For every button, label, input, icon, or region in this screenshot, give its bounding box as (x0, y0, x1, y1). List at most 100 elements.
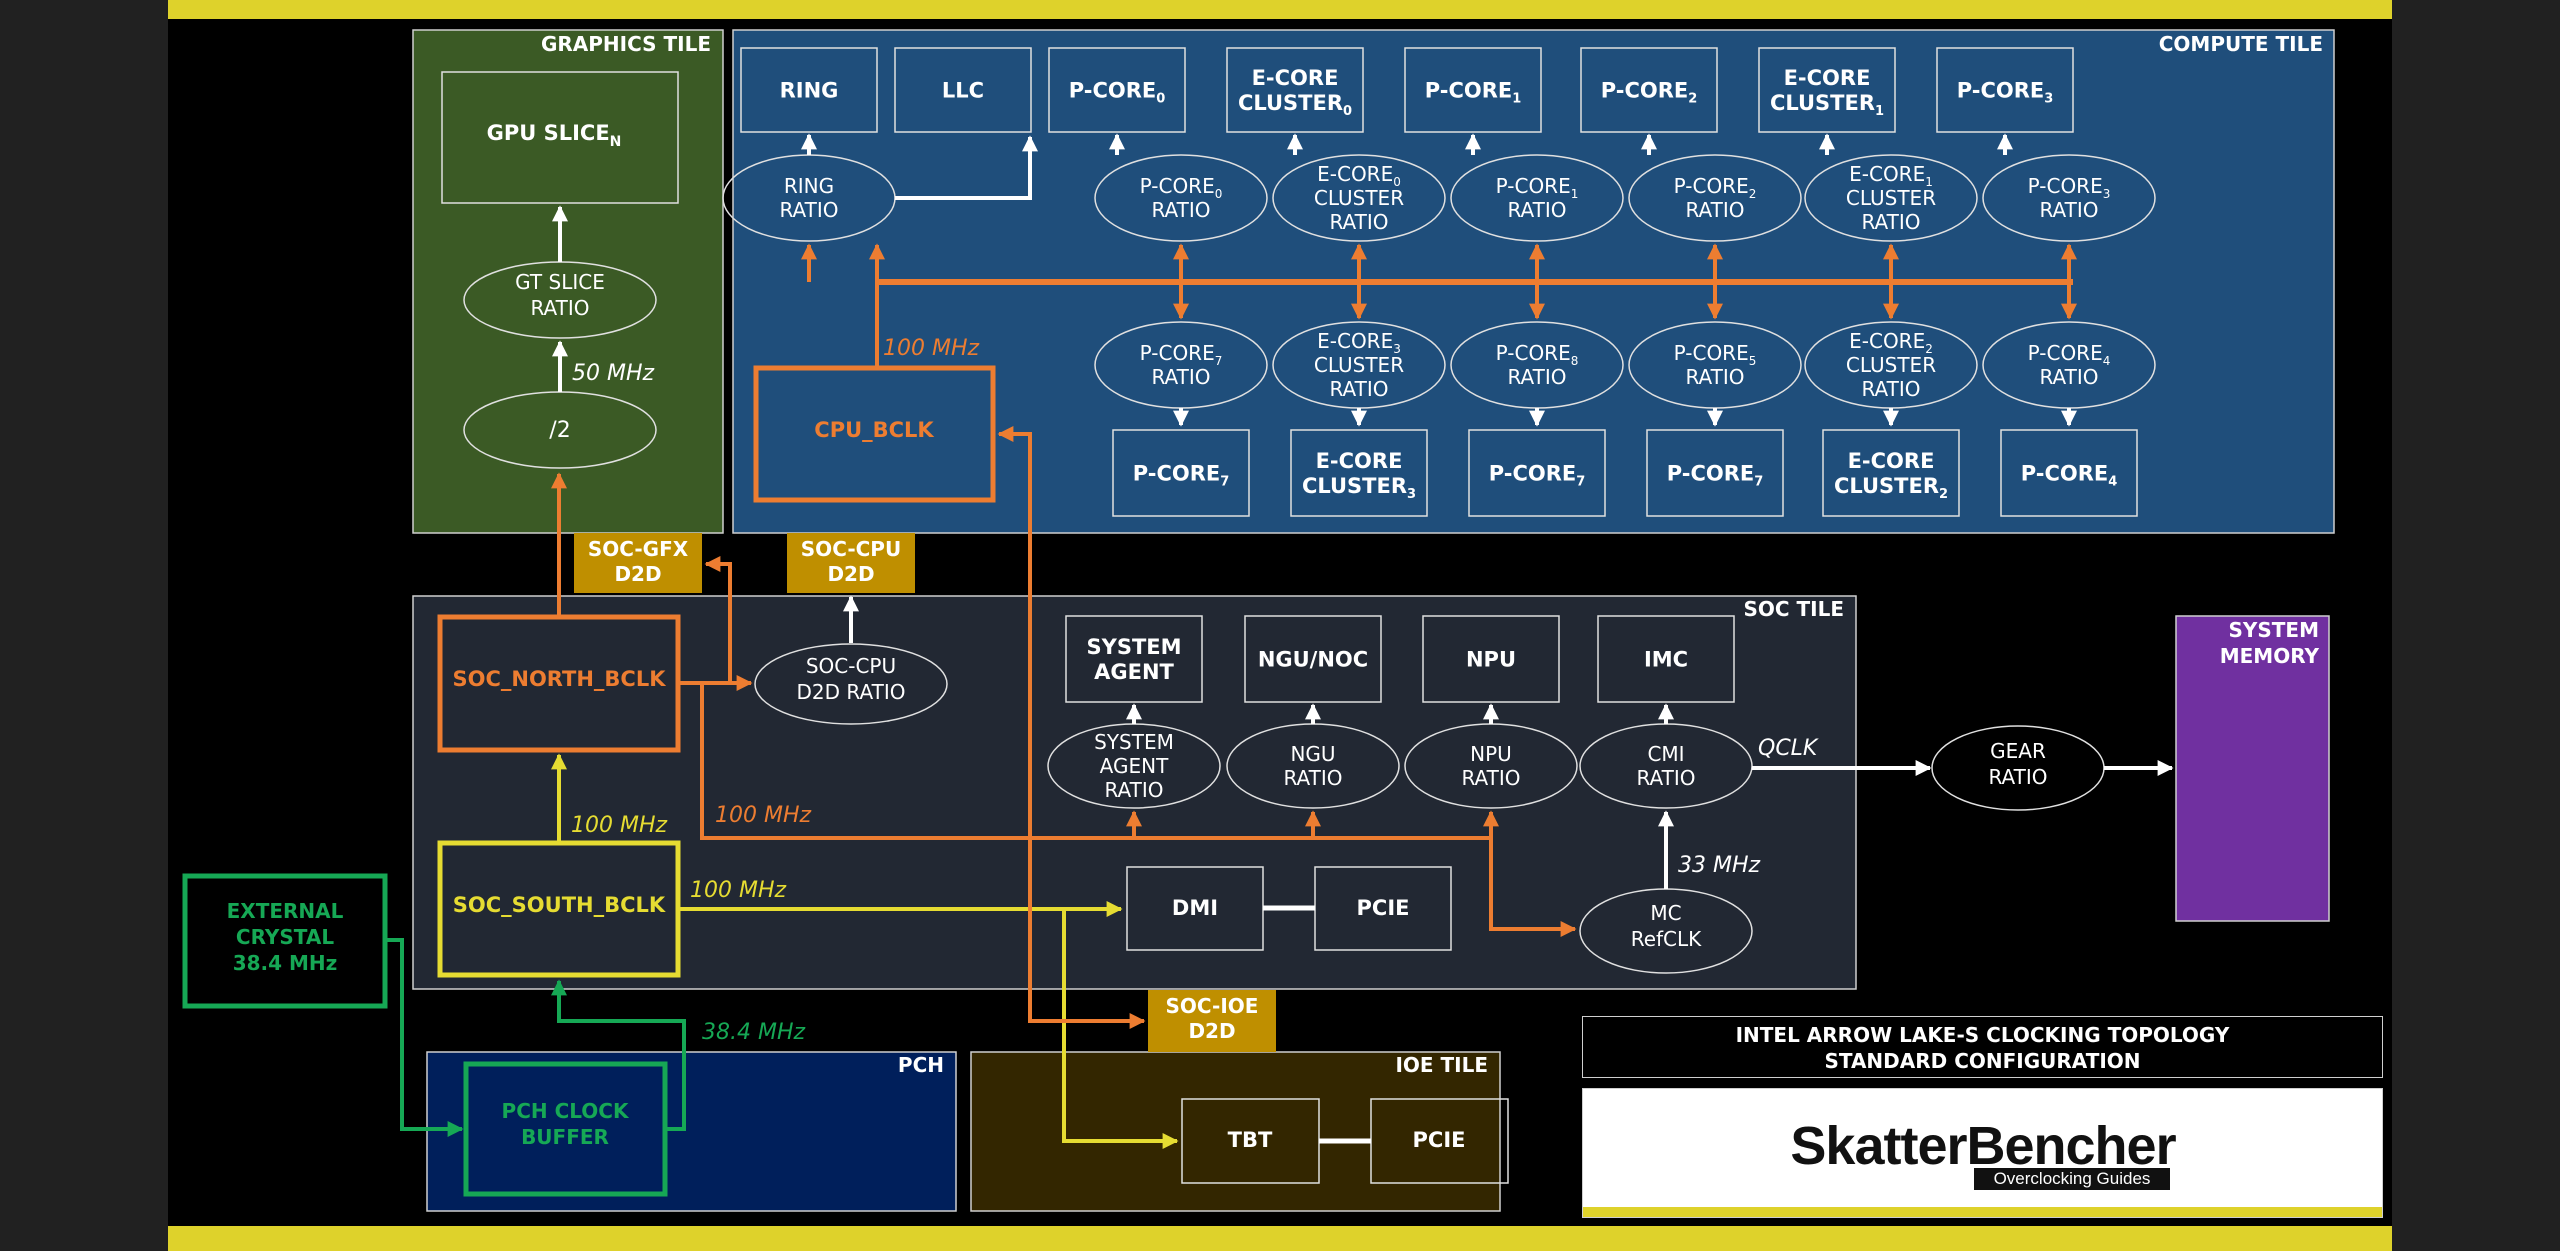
top-accent-bar (168, 0, 2392, 19)
soc-block-label-line: NGU/NOC (1258, 647, 1368, 671)
soc-ratio-label-line: NPU (1470, 742, 1512, 766)
svg-text:D2D: D2D (614, 562, 661, 586)
svg-text:38.4 MHz: 38.4 MHz (233, 951, 338, 975)
svg-text:CRYSTAL: CRYSTAL (236, 925, 334, 949)
ring-to-llc-arrow (895, 135, 1038, 200)
block-p-core-7: P-CORE7 (1112, 429, 1250, 517)
block-p-core-7: P-CORE7 (1468, 429, 1606, 517)
block-label-line: E-CORE (1784, 66, 1871, 90)
south-to-north-freq-label: 100 MHz (571, 813, 668, 838)
block-label-line: P-CORE7 (1667, 461, 1764, 489)
ioe-tile-label: IOE TILE (1395, 1053, 1488, 1077)
diagram-canvas: GRAPHICS TILE COMPUTE TILE SOC TILE PCH … (168, 0, 2392, 1251)
cpu-bclk-freq-label: 100 MHz (883, 336, 980, 361)
block-p-core-2: P-CORE2 (1580, 47, 1718, 133)
soc-block-label-line: SYSTEM (1086, 635, 1181, 659)
svg-text:/2: /2 (549, 418, 570, 443)
svg-text:SOC-CPU: SOC-CPU (801, 537, 901, 561)
block-label-line: E-CORE (1252, 66, 1339, 90)
soc-block-label-line: NPU (1466, 647, 1516, 671)
block-label-line: CLUSTER0 (1238, 91, 1352, 119)
north-to-ioe-d2d-wire (1028, 838, 1146, 1029)
block-ring: RING (740, 47, 878, 133)
svg-text:TBT: TBT (1228, 1128, 1273, 1152)
soc-ioe-d2d: SOC-IOE D2D (1148, 990, 1276, 1052)
south-to-tbt-wire (1062, 909, 1179, 1149)
mc-freq-label: 33 MHz (1678, 853, 1761, 878)
ratio-label-line: RING (784, 174, 834, 198)
pch-to-south-bclk-wire (551, 979, 686, 1131)
svg-text:PCIE: PCIE (1357, 896, 1410, 920)
ratio-label-line: P-CORE5 (1674, 341, 1757, 368)
svg-text:DMI: DMI (1172, 896, 1218, 920)
block-label-line: E-CORE (1848, 449, 1935, 473)
svg-text:RefCLK: RefCLK (1631, 927, 1702, 951)
svg-text:SOC_SOUTH_BCLK: SOC_SOUTH_BCLK (453, 893, 666, 917)
ratio-label-line: RATIO (1151, 365, 1210, 389)
svg-text:SOC_NORTH_BCLK: SOC_NORTH_BCLK (452, 667, 666, 691)
block-p-core-3: P-CORE3 (1936, 47, 2074, 133)
block-p-core-4: P-CORE4 (2000, 429, 2138, 517)
ratio-label-line: P-CORE0 (1140, 174, 1223, 201)
title-line-2: STANDARD CONFIGURATION (1824, 1049, 2141, 1073)
ratio-label-line: RATIO (779, 198, 838, 222)
ratio-label-line: RATIO (1685, 365, 1744, 389)
soc-pcie-block: PCIE (1314, 866, 1452, 951)
block-label-line: P-CORE7 (1133, 461, 1230, 489)
soc-block-npu: NPU (1422, 615, 1560, 703)
north-to-mc-wire (1489, 838, 1577, 937)
soc-tile-label: SOC TILE (1743, 597, 1844, 621)
soc-ratio-label-line: RATIO (1104, 778, 1163, 802)
svg-text:RATIO: RATIO (1988, 765, 2047, 789)
block-label-line: P-CORE7 (1489, 461, 1586, 489)
soc-tile: SOC TILE (412, 595, 1857, 990)
ratio-label-line: P-CORE3 (2028, 174, 2111, 201)
logo-tagline: Overclocking Guides (1974, 1168, 2170, 1190)
block-p-core-1: P-CORE1 (1404, 47, 1542, 133)
ratio-label-line: CLUSTER (1846, 186, 1936, 210)
svg-text:SOC-GFX: SOC-GFX (588, 537, 689, 561)
svg-text:BUFFER: BUFFER (521, 1125, 609, 1149)
soc-ratio-label-line: RATIO (1283, 766, 1342, 790)
south-out-freq-label: 100 MHz (690, 878, 787, 903)
block-label-line: P-CORE3 (1957, 78, 2054, 106)
ratio-label-line: E-CORE3 (1317, 329, 1401, 356)
svg-text:SOC-IOE: SOC-IOE (1166, 994, 1259, 1018)
ratio-label-line: RATIO (1329, 377, 1388, 401)
svg-text:SOC-CPU: SOC-CPU (806, 654, 896, 678)
block-label-line: P-CORE2 (1601, 78, 1698, 106)
svg-text:RATIO: RATIO (530, 296, 589, 320)
svg-text:D2D: D2D (827, 562, 874, 586)
bottom-accent-bar (168, 1226, 2392, 1251)
ratio-label-line: CLUSTER (1314, 186, 1404, 210)
block-label-line: CLUSTER2 (1834, 474, 1948, 502)
soc-block-imc: IMC (1597, 615, 1735, 703)
block-llc: LLC (894, 47, 1032, 133)
svg-text:GT SLICE: GT SLICE (515, 270, 605, 294)
ratio-label-line: RATIO (1861, 210, 1920, 234)
ratio-label-line: P-CORE8 (1496, 341, 1579, 368)
gpu-slice-block: GPU SLICEN (441, 71, 679, 204)
soc-block-label-line: IMC (1644, 647, 1688, 671)
ratio-label-line: P-CORE7 (1140, 341, 1223, 368)
cpu-bclk-block: CPU_BCLK (753, 365, 996, 503)
clocking-topology-diagram: GRAPHICS TILE COMPUTE TILE SOC TILE PCH … (168, 0, 2392, 1251)
ratio-label-line: RATIO (1151, 198, 1210, 222)
soc-ratio-label-line: RATIO (1461, 766, 1520, 790)
block-p-core-7: P-CORE7 (1646, 429, 1784, 517)
qclk-label: QCLK (1758, 736, 1819, 761)
ratio-label-line: RATIO (1507, 365, 1566, 389)
ratio-label-line: E-CORE2 (1849, 329, 1933, 356)
block-label-line: E-CORE (1316, 449, 1403, 473)
